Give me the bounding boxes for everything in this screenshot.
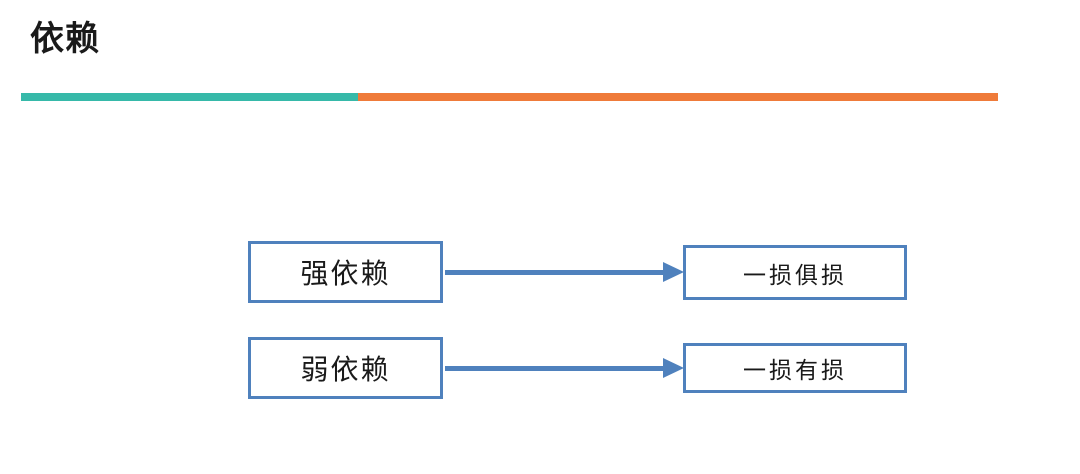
node-label: 弱依赖: [300, 354, 391, 385]
node-partial-fail: 一损有损: [683, 343, 907, 393]
divider-teal-segment: [21, 93, 358, 101]
slide-title: 依赖: [30, 20, 100, 58]
node-label: 一损俱损: [743, 261, 847, 288]
connector-arrow-line: [445, 366, 664, 371]
node-label: 强依赖: [300, 258, 391, 289]
connector-arrow-line: [445, 270, 664, 275]
divider-orange-segment: [358, 93, 998, 101]
arrow-head-icon: [663, 358, 684, 378]
arrow-head-icon: [663, 262, 684, 282]
node-weak-dependency: 弱依赖: [248, 337, 443, 399]
node-label: 一损有损: [743, 357, 847, 383]
node-strong-dependency: 强依赖: [248, 241, 443, 303]
node-all-fail-together: 一损俱损: [683, 245, 907, 300]
title-divider: [21, 93, 998, 101]
